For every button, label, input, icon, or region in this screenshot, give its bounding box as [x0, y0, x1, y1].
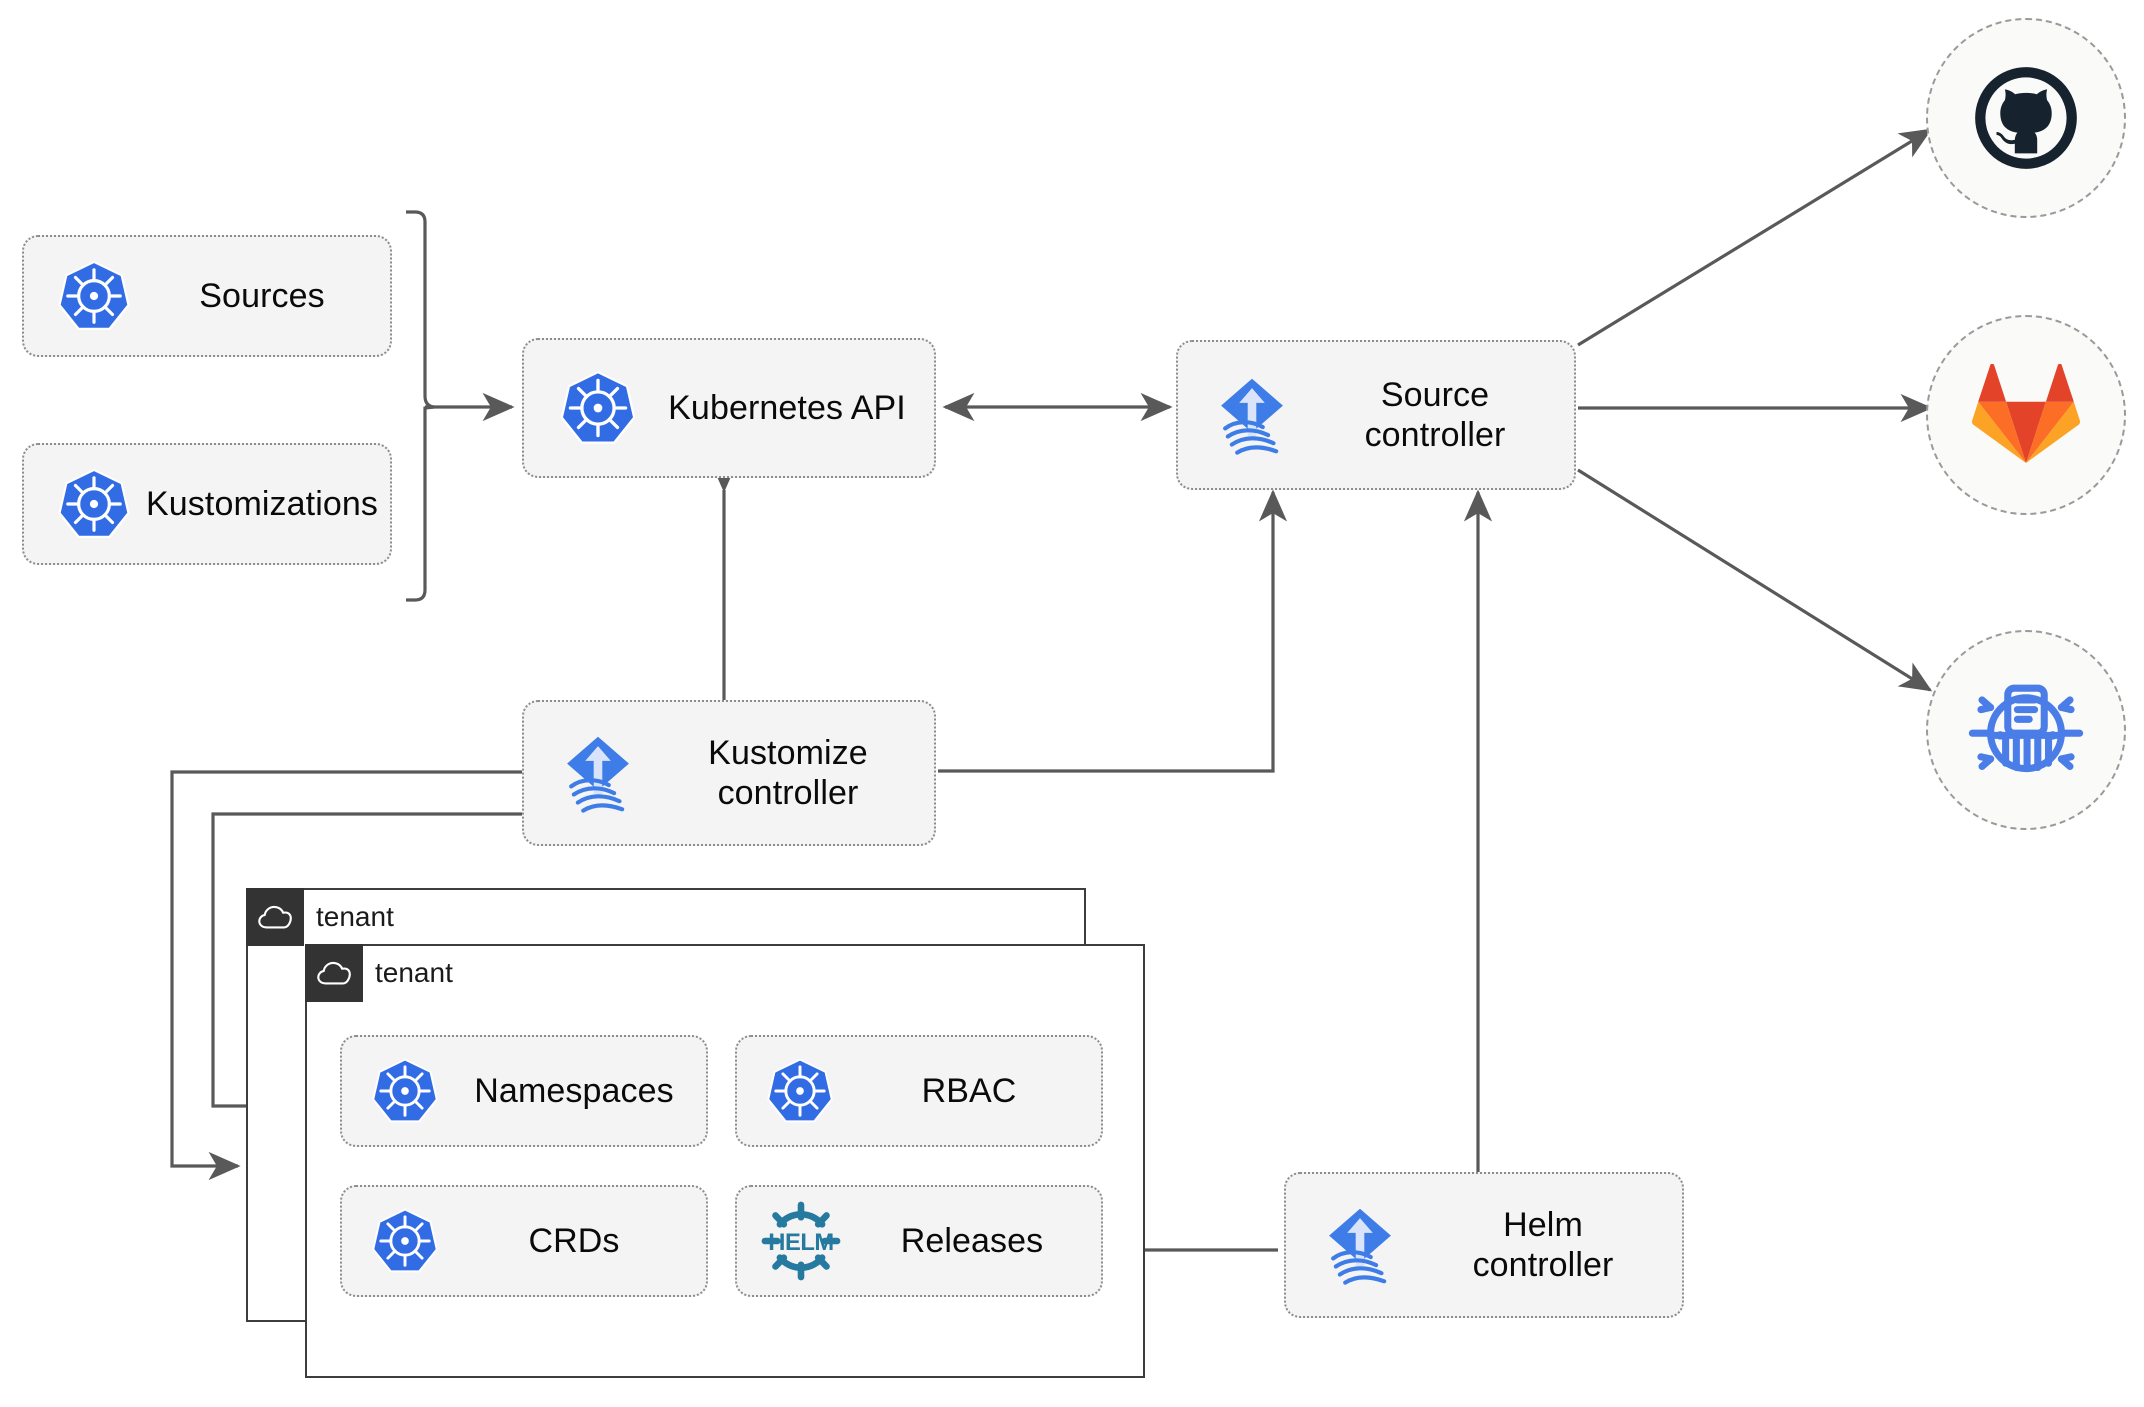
node-source-controller[interactable]: Source controller [1176, 340, 1576, 490]
node-namespaces[interactable]: Namespaces [340, 1035, 708, 1147]
node-kustomizations-label: Kustomizations [146, 484, 378, 523]
node-kustomize-controller-label: Kustomize controller [708, 733, 868, 812]
node-rbac[interactable]: RBAC [735, 1035, 1103, 1147]
node-kubernetes-api[interactable]: Kubernetes API [522, 338, 936, 478]
tenant-inner-label: tenant [375, 957, 453, 988]
node-helm-controller-label: Helm controller [1472, 1205, 1614, 1284]
kubernetes-icon [46, 257, 142, 335]
cloud-icon [317, 961, 351, 985]
node-kubernetes-api-label: Kubernetes API [668, 388, 906, 427]
node-kustomizations[interactable]: Kustomizations [22, 443, 392, 565]
node-crds-label: CRDs [528, 1221, 620, 1260]
node-source-controller-label: Source controller [1364, 375, 1506, 454]
flux-icon [1200, 372, 1304, 458]
provider-helm-repository[interactable] [1926, 630, 2126, 830]
kubernetes-icon [755, 1055, 845, 1127]
node-rbac-label: RBAC [921, 1071, 1017, 1110]
node-sources[interactable]: Sources [22, 235, 392, 357]
provider-github[interactable] [1926, 18, 2126, 218]
flux-icon [1308, 1202, 1412, 1288]
flux-icon [546, 730, 650, 816]
helm-icon: HELM [751, 1197, 851, 1285]
kubernetes-icon [548, 367, 648, 449]
tenant-outer-label: tenant [316, 901, 394, 932]
helm-repository-icon [1968, 684, 2084, 773]
node-crds[interactable]: CRDs [340, 1185, 708, 1297]
edge-sources-bracket [406, 210, 435, 602]
node-kustomize-controller[interactable]: Kustomize controller [522, 700, 936, 846]
edge-source-to-helm-repository [1577, 468, 1933, 692]
node-releases[interactable]: HELM Releases [735, 1185, 1103, 1297]
tenant-outer-cloud-badge [246, 888, 304, 946]
gitlab-icon [1972, 364, 2080, 463]
node-helm-controller[interactable]: Helm controller [1284, 1172, 1684, 1318]
github-icon [1975, 67, 2077, 169]
kubernetes-icon [360, 1055, 450, 1127]
svg-text:HELM: HELM [768, 1229, 834, 1256]
provider-gitlab[interactable] [1926, 315, 2126, 515]
tenant-container-inner [305, 944, 1145, 1378]
edge-kustomize-to-source [938, 489, 1288, 773]
edge-source-to-github [1577, 128, 1933, 347]
node-sources-label: Sources [199, 276, 325, 315]
cloud-icon [258, 905, 292, 929]
node-releases-label: Releases [900, 1221, 1044, 1260]
kubernetes-icon [46, 465, 142, 543]
node-namespaces-label: Namespaces [474, 1071, 674, 1110]
kubernetes-icon [360, 1205, 450, 1277]
tenant-inner-cloud-badge [305, 944, 363, 1002]
